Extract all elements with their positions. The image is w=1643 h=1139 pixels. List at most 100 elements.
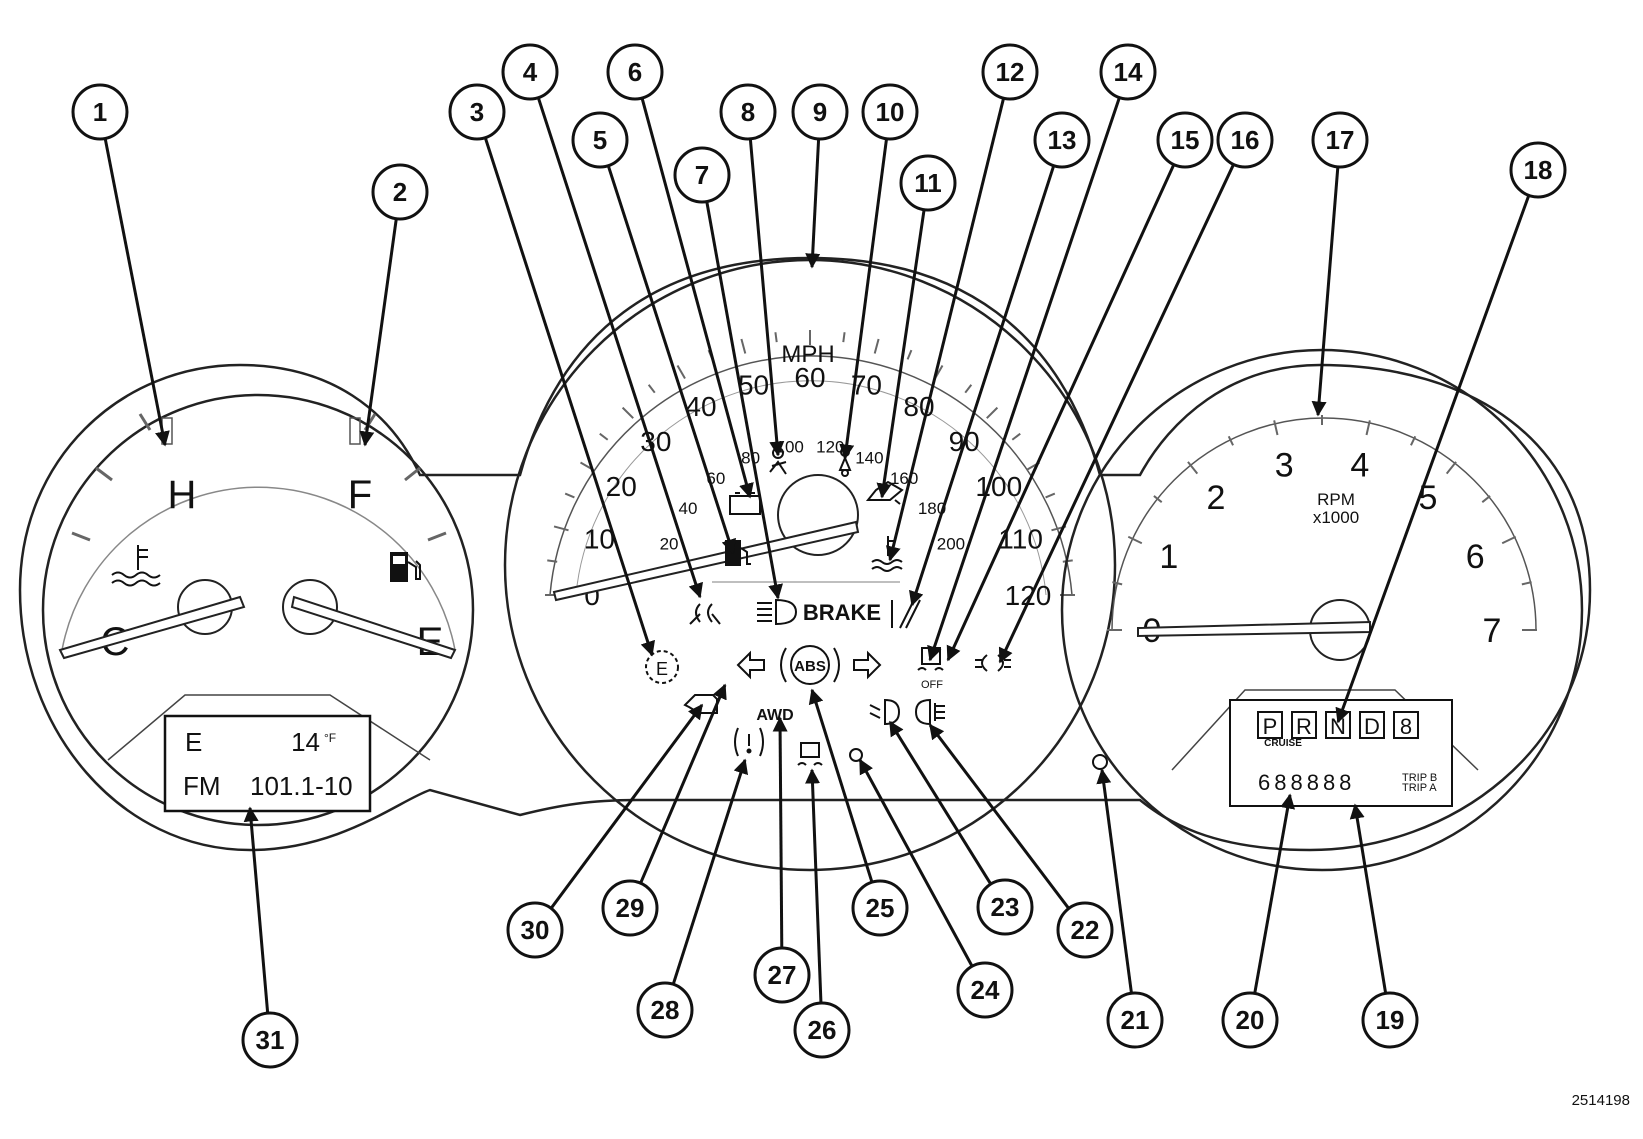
callout-circle xyxy=(448,83,506,141)
indicators: BRAKE E ABS xyxy=(645,447,1011,766)
callout-leader xyxy=(1253,793,1296,994)
callout-circle xyxy=(793,1001,851,1059)
callout-leader xyxy=(1335,194,1531,724)
callout-leader xyxy=(705,201,783,600)
mph-tick-label: 20 xyxy=(606,471,637,502)
high-beam-icon xyxy=(757,598,798,626)
callout-number: 12 xyxy=(996,57,1025,87)
callout-number: 6 xyxy=(628,57,642,87)
front-fog-icon xyxy=(689,603,721,625)
mph-tick-label: 120 xyxy=(1005,580,1052,611)
dimmer-button[interactable] xyxy=(1092,754,1108,770)
callout-leader xyxy=(805,768,823,1004)
gear-box xyxy=(1291,711,1317,739)
trip-reset-button[interactable] xyxy=(849,748,863,762)
callout-circle xyxy=(673,146,731,204)
rear-fog-icon xyxy=(869,698,901,726)
kmh-tick-label: 20 xyxy=(660,535,679,554)
callout-number: 19 xyxy=(1376,1005,1405,1035)
callout-number: 16 xyxy=(1231,125,1260,155)
callout-circle xyxy=(976,878,1034,936)
gear-box xyxy=(1393,711,1419,739)
tire-pressure-icon xyxy=(734,727,764,757)
rpm-tick-label: 2 xyxy=(1207,479,1226,517)
tachometer-ticks xyxy=(1107,415,1537,631)
callout-number: 20 xyxy=(1236,1005,1265,1035)
rpm-tick-label: 5 xyxy=(1419,479,1438,517)
callout-leader xyxy=(243,806,270,1014)
speed-unit: MPH xyxy=(781,341,834,368)
callout-circle xyxy=(1056,901,1114,959)
callout-leaders xyxy=(103,97,1531,1014)
callout-circle xyxy=(571,111,629,169)
check-gauges-icon: E xyxy=(645,650,679,684)
mph-tick-label: 50 xyxy=(738,369,769,400)
callout-leader xyxy=(103,138,170,447)
speedometer-needle xyxy=(552,474,860,602)
gear-letter: R xyxy=(1296,714,1312,739)
callout-leader xyxy=(671,758,749,985)
callout-circle xyxy=(1361,991,1419,1049)
callout-number: 28 xyxy=(651,995,680,1025)
callout-leader xyxy=(998,163,1235,664)
rpm-tick-label: 7 xyxy=(1483,612,1502,650)
kmh-tick-label: 200 xyxy=(937,535,965,554)
callout-circle xyxy=(1509,141,1567,199)
callout-number: 26 xyxy=(808,1015,837,1045)
rpm-tick-label: 1 xyxy=(1159,538,1178,576)
callout-number: 7 xyxy=(695,160,709,190)
callout-number: 30 xyxy=(521,915,550,945)
callout-leader xyxy=(536,97,703,599)
cruise-indicator: CRUISE xyxy=(1264,738,1302,749)
callout-leader xyxy=(858,758,974,967)
callout-number: 13 xyxy=(1048,125,1077,155)
callout-circle xyxy=(719,83,777,141)
callout-circle xyxy=(601,879,659,937)
callout-circle xyxy=(371,163,429,221)
outside-temperature: 14 xyxy=(291,727,320,757)
tach-unit: RPM xyxy=(1317,490,1355,509)
callout-circle xyxy=(606,43,664,101)
gear-box xyxy=(1359,711,1385,739)
oil-pressure-icon xyxy=(865,480,904,505)
temperature-unit: °F xyxy=(324,731,336,745)
engine-temperature-icon xyxy=(871,536,903,572)
callout-leader xyxy=(639,683,727,884)
tachometer-scale: 01234567 xyxy=(1143,446,1502,650)
callout-leader xyxy=(748,138,785,457)
callout-leader xyxy=(839,138,889,460)
mph-tick-label: 60 xyxy=(794,362,825,393)
callout-leader xyxy=(946,163,1176,662)
callout-number: 8 xyxy=(741,97,755,127)
callout-leader xyxy=(483,137,655,657)
brake-indicator: BRAKE xyxy=(803,600,881,625)
callout-circle xyxy=(1033,111,1091,169)
callout-circle xyxy=(1156,111,1214,169)
callout-leader xyxy=(1311,166,1340,417)
callout-circle xyxy=(981,43,1039,101)
callout-number: 2 xyxy=(393,177,407,207)
temp-hot-label: H xyxy=(168,473,197,517)
callout-leader xyxy=(888,720,993,885)
callout-leader xyxy=(606,165,737,555)
fuel-full-label: F xyxy=(348,473,372,517)
tachometer-needle xyxy=(1137,599,1371,661)
left-turn-signal-icon xyxy=(736,650,765,680)
trip-b-label: TRIP B xyxy=(1402,772,1437,784)
trip-a-label: TRIP A xyxy=(1402,782,1437,794)
door-ajar-icon xyxy=(891,599,921,629)
callout-number: 29 xyxy=(616,893,645,923)
odometer: 688888 xyxy=(1258,770,1355,795)
kmh-tick-label: 100 xyxy=(776,437,804,456)
callout-circle xyxy=(861,83,919,141)
callout-circle xyxy=(1099,43,1157,101)
fog-lamp-icon xyxy=(914,698,945,726)
callout-circle xyxy=(1311,111,1369,169)
callout-number: 31 xyxy=(256,1025,285,1055)
callout-number: 22 xyxy=(1071,915,1100,945)
callout-leader xyxy=(808,688,874,883)
rpm-tick-label: 6 xyxy=(1466,538,1485,576)
callout-leader xyxy=(909,165,1056,607)
